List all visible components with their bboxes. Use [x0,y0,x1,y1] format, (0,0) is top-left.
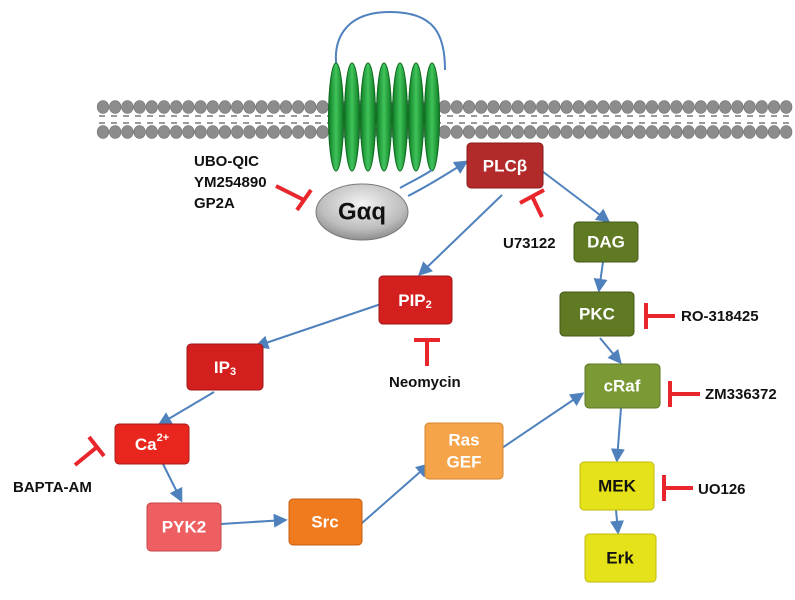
bapta-am-label: BAPTA-AM [13,479,92,496]
gaq-inhibitor-label-2: YM254890 [194,174,267,191]
node-mek-label: MEK [598,477,637,496]
zm336372-label: ZM336372 [705,386,777,403]
node-plcb[interactable]: PLCβ [466,142,544,189]
receptor-extracellular-loop [334,10,446,76]
node-craf[interactable]: cRaf [584,363,661,409]
node-gaq-label: Gαq [338,199,386,226]
arrow-plcb-pip2 [417,194,503,276]
inhibitor-mek [662,475,693,501]
gaq-inhibitor-label-3: GP2A [194,195,235,212]
node-src[interactable]: Src [288,498,363,546]
node-pip2[interactable]: PIP2 [378,275,453,325]
node-erk-label: Erk [606,549,634,568]
arrow-pyk2-src [220,513,288,528]
arrow-ip3-ca [157,391,215,426]
node-erk[interactable]: Erk [584,533,657,583]
u73122-label: U73122 [503,235,556,252]
neomycin-label: Neomycin [389,374,461,391]
node-pyk2[interactable]: PYK2 [146,502,222,552]
arrow-pip2-ip3 [254,303,382,350]
node-plcb-label: PLCβ [483,157,527,176]
gaq-inhibitor-label-1: UBO-QIC [194,153,259,170]
node-rasgef[interactable]: Ras GEF [424,422,504,480]
arrow-rasgef-craf [501,392,585,449]
inhibitor-symbols [73,184,700,501]
uo126-label: UO126 [698,481,746,498]
node-craf-label: cRaf [604,377,641,396]
inhibitor-labels: UBO-QIC YM254890 GP2A U73122 Neomycin RO… [13,153,777,498]
cell-membrane [96,100,793,139]
ro-318425-label: RO-318425 [681,308,759,325]
node-ca-label: Ca2+ [135,432,169,454]
node-dag-label: DAG [587,233,625,252]
inhibitor-plcb [519,188,545,218]
gpcr-receptor-helices [328,62,440,189]
node-pkc[interactable]: PKC [559,291,635,337]
inhibitor-pkc [644,303,675,329]
inhibitor-ca [73,435,106,467]
node-src-label: Src [311,513,338,532]
arrow-ca-pyk2 [162,463,183,503]
node-pip2-label: PIP2 [398,291,432,312]
node-ca[interactable]: Ca2+ [114,423,190,465]
arrow-mek-erk [610,509,624,535]
node-pkc-label: PKC [579,305,615,324]
arrow-pkc-craf [599,337,622,365]
node-rasgef-label-line1: Ras [448,431,479,450]
node-rasgef-label-line2: GEF [447,453,482,472]
node-ip3[interactable]: IP3 [186,343,264,391]
arrow-src-rasgef [361,463,431,524]
node-mek[interactable]: MEK [579,461,655,511]
node-dag[interactable]: DAG [573,221,639,263]
node-pyk2-label: PYK2 [162,518,206,537]
node-gaq[interactable]: Gαq [315,183,409,241]
arrow-craf-mek [610,407,625,463]
pathway-arrows [157,160,625,535]
inhibitor-pip2 [414,338,440,366]
arrow-gaq-plcb [407,160,469,197]
arrow-dag-pkc [593,261,608,293]
inhibitor-gaq [275,184,313,212]
arrow-plcb-dag [537,167,611,223]
node-ip3-label: IP3 [214,358,236,379]
inhibitor-craf [668,381,700,407]
